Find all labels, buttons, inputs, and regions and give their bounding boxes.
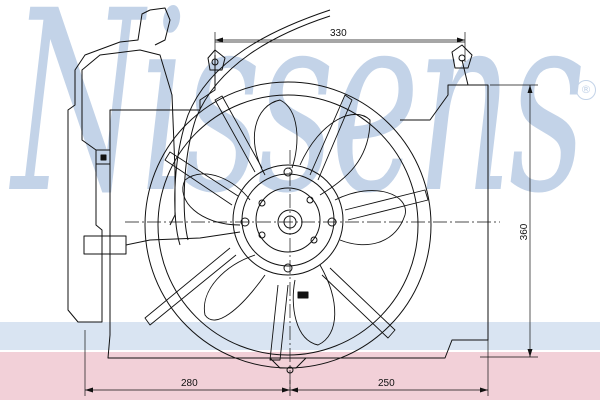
hub-outer — [232, 164, 344, 276]
dim-arrow — [480, 387, 488, 393]
hub-hole — [258, 231, 266, 239]
fan-ring-outer — [144, 81, 432, 369]
dim-label-bottom-left: 280 — [181, 378, 198, 389]
registered-mark: ® — [576, 80, 596, 100]
fan-ring-inner — [157, 94, 419, 356]
hub-hole — [306, 196, 314, 204]
top-mount-left — [207, 49, 226, 71]
dim-arrow — [527, 85, 533, 93]
dim-arrow — [85, 387, 93, 393]
fan-blades — [182, 99, 406, 346]
top-mount-right — [451, 44, 473, 69]
tank-connector — [95, 149, 111, 165]
dim-arrow — [457, 37, 465, 43]
dim-arrow — [215, 37, 223, 43]
tank-cap — [149, 7, 171, 46]
side-tank — [67, 9, 176, 323]
harness — [125, 231, 241, 246]
motor-terminal — [297, 291, 309, 299]
upper-bracket-inner — [183, 15, 331, 241]
blue-stripe — [0, 322, 600, 350]
hub-bolt — [283, 263, 293, 273]
dim-arrow — [282, 387, 290, 393]
dim-label-bottom-right: 250 — [378, 378, 395, 389]
shroud-frame — [107, 55, 489, 359]
dim-label-right: 360 — [519, 223, 530, 240]
electrical-connector — [83, 235, 127, 255]
hub-bolt — [283, 167, 293, 177]
shroud-right-edge — [461, 59, 488, 86]
pink-stripe — [0, 352, 600, 400]
hub-mid — [241, 173, 335, 267]
tank-connector-pin — [100, 154, 107, 161]
bottom-mount-left — [269, 357, 307, 369]
hub-hole — [310, 236, 318, 244]
hub-hole — [258, 199, 266, 207]
dim-label-top: 330 — [330, 28, 347, 39]
hub-inner — [255, 187, 321, 253]
dim-arrow — [290, 387, 298, 393]
fan-spokes — [144, 94, 429, 361]
upper-bracket-outer — [174, 9, 331, 246]
dim-arrow — [527, 349, 533, 357]
